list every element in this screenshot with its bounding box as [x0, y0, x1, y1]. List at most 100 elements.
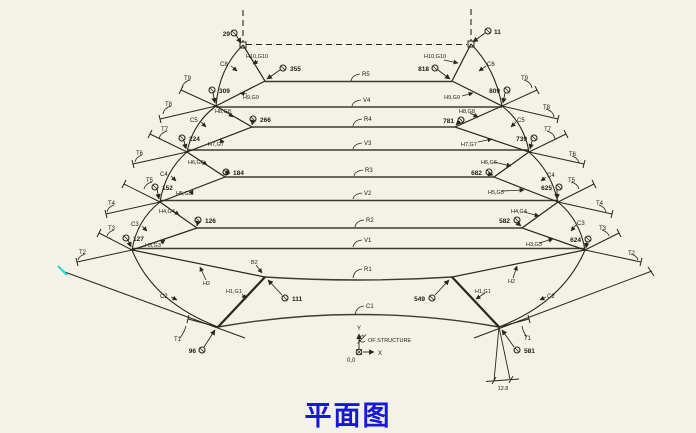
node-label-582: 582	[499, 218, 510, 225]
right-chord-polyline	[450, 43, 588, 328]
node-label-739: 739	[516, 136, 527, 143]
tie-label-t3-left: T3	[108, 226, 116, 232]
tie-label-t8-right: T8	[543, 105, 551, 111]
origin-label: 0,0	[347, 358, 356, 364]
chord-label-h6-left: H6,G6	[188, 160, 204, 166]
tie-label-t4-right: T4	[596, 201, 604, 207]
chord-labels: H10,G10 H10,G10 H9,G9 H9,G9 H8,G8 H8,G8 …	[145, 54, 542, 295]
chord-label-h10-right: H10,G10	[424, 54, 446, 60]
node-label-111: 111	[292, 296, 303, 303]
member-labels: R5 V4 R4 V3 R3 V2 R2 V1 R1 C1	[362, 72, 374, 310]
node-label-818: 818	[418, 66, 429, 73]
left-chord-polyline	[129, 44, 267, 328]
axis-x-label: X	[378, 351, 382, 357]
origin-axis	[355, 333, 375, 356]
node-label-355: 355	[290, 66, 301, 73]
member-label-r1: R1	[364, 267, 372, 273]
cable-label-c3-right: C3	[577, 221, 585, 227]
cable-label-c3-left: C3	[131, 222, 139, 228]
node-label-549: 549	[414, 296, 425, 303]
cable-labels: C8 C6 C5 C5 C4 C4 C3 C3 C2 C2	[131, 62, 585, 300]
node-circles-left	[122, 29, 289, 354]
chord-label-h7-left: H7,G7	[208, 142, 224, 148]
tie-label-t4-left: T4	[108, 201, 116, 207]
perimeter-cables	[131, 43, 586, 328]
cable-label-c1: C1	[366, 304, 374, 310]
chord-label-h9-left: H9,G9	[243, 95, 259, 101]
node-label-625: 625	[541, 185, 552, 192]
member-label-v1: V1	[364, 238, 372, 244]
cable-label-c2-left: C2	[160, 294, 168, 300]
chord-label-b2: B2	[251, 260, 258, 266]
node-label-96: 96	[189, 348, 197, 355]
member-label-r4: R4	[364, 117, 372, 123]
anchor-lines	[61, 266, 655, 339]
cable-label-c5-right: C5	[517, 118, 525, 124]
tie-stubs	[75, 85, 643, 328]
cable-label-c5-left: C5	[190, 118, 198, 124]
chord-label-h8-right: H8,G8	[459, 109, 475, 115]
chord-label-h2-left: H2	[203, 281, 210, 287]
node-label-781: 781	[443, 118, 454, 125]
centerline-symbol	[357, 334, 367, 344]
node-label-152: 152	[162, 185, 173, 192]
tie-label-t5-right: T5	[568, 178, 576, 184]
chord-label-h5-left: H5,G5	[176, 191, 192, 197]
node-label-624: 624	[570, 237, 581, 244]
chord-label-h7-right: H7,G7	[461, 142, 477, 148]
tie-label-t5-left: T5	[146, 178, 154, 184]
tie-label-t2-right: T2	[628, 251, 636, 257]
tie-label-t1-right: T1	[524, 336, 532, 342]
node-label-224: 224	[189, 136, 200, 143]
dimension-12-8	[485, 326, 520, 385]
member-label-v3: V3	[364, 141, 372, 147]
member-label-r3: R3	[365, 168, 373, 174]
member-label-r2: R2	[366, 218, 374, 224]
drawing-title: 平面图	[304, 401, 392, 431]
node-label-809: 809	[489, 88, 500, 95]
chord-label-h6-right: H6,G6	[481, 160, 497, 166]
tie-label-t7-right: T7	[544, 127, 552, 133]
chord-label-h5-right: H5,G5	[488, 190, 504, 196]
member-label-v4: V4	[363, 98, 371, 104]
h1-right-thick	[451, 276, 500, 328]
tie-label-t1-left: T1	[174, 337, 182, 343]
member-label-r5: R5	[362, 72, 370, 78]
node-symbols	[122, 27, 592, 354]
member-label-v2: V2	[364, 191, 372, 197]
chord-label-h8-left: H8,G8	[215, 109, 231, 115]
label-leaders	[77, 59, 639, 339]
tie-label-t6-right: T6	[569, 152, 577, 158]
chord-label-h3-left: H3,G3	[145, 243, 161, 249]
tie-label-t9-left: T9	[184, 76, 192, 82]
node-label-266: 266	[260, 117, 271, 124]
axis-y-label: Y	[357, 326, 361, 332]
tie-label-t7-left: T7	[161, 127, 169, 133]
dimension-label: 12.8	[498, 386, 509, 392]
dashed-reference-lines	[242, 9, 472, 46]
axis-labels: Y X OF STRUCTURE 0,0 12.8	[347, 326, 508, 392]
h1-left-thick	[217, 276, 266, 328]
cables-right	[470, 43, 586, 328]
chord-label-h3-right: H3,G3	[526, 242, 542, 248]
chord-label-h4-left: H4,G4	[159, 209, 175, 215]
cables-left	[131, 44, 244, 328]
tie-label-t2-left: T2	[79, 250, 87, 256]
node-label-682: 682	[471, 170, 482, 177]
node-label-126: 126	[205, 218, 216, 225]
node-cross-ticks	[123, 28, 591, 353]
highlight-tick	[57, 265, 68, 276]
tie-labels: T9 T8 T7 T6 T5 T4 T3 T2 T1 T9 T8 T7 T6 T…	[79, 76, 636, 343]
chord-label-h9-right: H9,G9	[444, 95, 460, 101]
horizontal-members	[132, 80, 585, 328]
node-label-29: 29	[223, 31, 231, 38]
cable-label-c8-left: C8	[220, 62, 228, 68]
tie-label-t6-left: T6	[136, 151, 144, 157]
cable-label-c2-right: C2	[547, 294, 555, 300]
node-label-11: 11	[494, 29, 501, 36]
node-label-309: 309	[219, 88, 230, 95]
tie-label-t9-right: T9	[521, 76, 529, 82]
node-label-581: 581	[524, 348, 535, 355]
chord-label-h1-right: H1,G1	[475, 289, 491, 295]
